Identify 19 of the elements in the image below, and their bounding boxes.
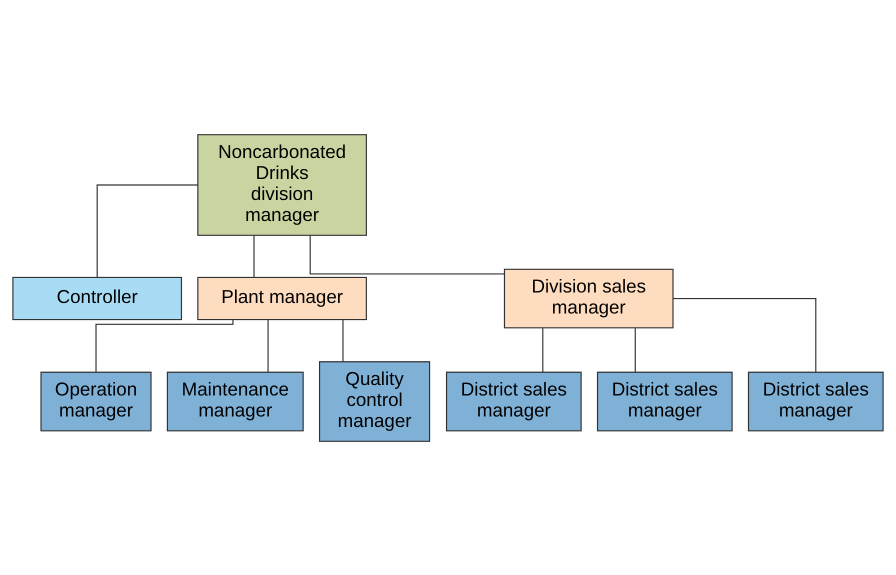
- connector: [634, 328, 636, 372]
- node-box: Maintenance manager: [166, 371, 304, 431]
- connector: [267, 319, 269, 372]
- node-box: District sales manager: [596, 371, 733, 431]
- node-box: Plant manager: [197, 276, 367, 320]
- node-box: Quality control manager: [318, 360, 430, 442]
- connector: [342, 319, 344, 361]
- node-box: Operation manager: [40, 371, 152, 431]
- connector: [310, 235, 504, 274]
- connector: [542, 328, 544, 372]
- connector: [253, 234, 255, 277]
- node-box: District sales manager: [446, 371, 582, 431]
- node-box: Noncarbonated Drinks division manager: [197, 134, 367, 236]
- connector: [673, 297, 816, 372]
- node-box: District sales manager: [748, 371, 884, 431]
- connector: [96, 184, 198, 277]
- connector: [95, 319, 234, 372]
- node-box: Controller: [12, 276, 182, 320]
- node-box: Division sales manager: [504, 268, 674, 328]
